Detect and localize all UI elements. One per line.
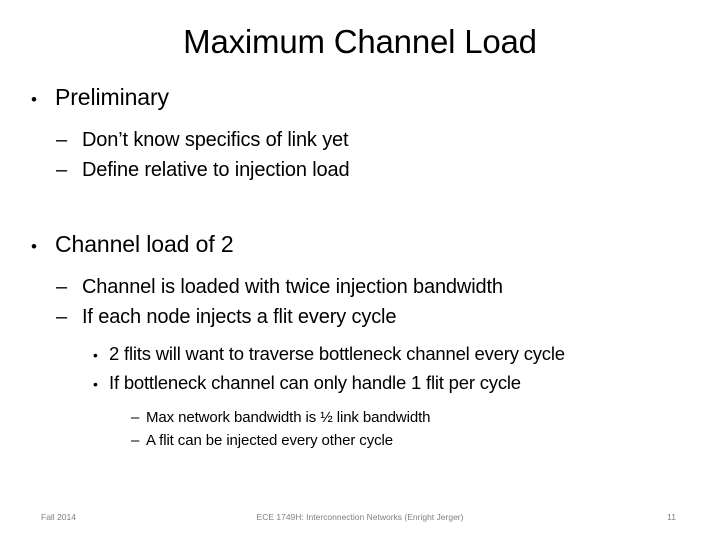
bullet-level2-define-relative: – Define relative to injection load: [0, 155, 720, 185]
dash-bullet-icon: –: [131, 432, 140, 449]
footer-term: Fall 2014: [41, 512, 76, 522]
disc-bullet-icon: •: [93, 376, 98, 392]
bullet-level1-channel-load-of-2: • Channel load of 2: [0, 227, 720, 264]
bullet-label: If each node injects a flit every cycle: [82, 306, 397, 328]
bullet-label: Preliminary: [55, 84, 169, 110]
bullet-label: Channel is loaded with twice injection b…: [82, 276, 503, 298]
footer-course: ECE 1749H: Interconnection Networks (Enr…: [256, 512, 464, 522]
bullet-level2-dont-know-specifics: – Don’t know specifics of link yet: [0, 125, 720, 155]
dash-bullet-icon: –: [131, 409, 140, 426]
bullet-label: If bottleneck channel can only handle 1 …: [109, 372, 521, 393]
bullet-label: Channel load of 2: [55, 231, 234, 257]
spacer: [0, 398, 720, 406]
disc-bullet-icon: •: [31, 90, 37, 109]
bullet-level3-bottleneck-handle-1-flit: • If bottleneck channel can only handle …: [0, 369, 720, 398]
bullet-level3-2-flits-traverse: • 2 flits will want to traverse bottlene…: [0, 340, 720, 369]
disc-bullet-icon: •: [93, 347, 98, 363]
bullet-label: 2 flits will want to traverse bottleneck…: [109, 343, 565, 364]
bullet-label: Don’t know specifics of link yet: [82, 129, 349, 151]
bullet-level1-preliminary: • Preliminary: [0, 80, 720, 117]
spacer: [0, 117, 720, 125]
section-spacer: [0, 185, 720, 227]
bullet-level2-if-each-node-injects: – If each node injects a flit every cycl…: [0, 302, 720, 332]
bullet-level4-max-network-bandwidth: – Max network bandwidth is ½ link bandwi…: [0, 406, 720, 429]
footer-slide-number: 11: [667, 512, 676, 522]
dash-bullet-icon: –: [56, 159, 67, 181]
spacer: [0, 332, 720, 340]
spacer: [0, 264, 720, 272]
bullet-level4-flit-every-other-cycle: – A flit can be injected every other cyc…: [0, 429, 720, 452]
bullet-level2-channel-is-loaded: – Channel is loaded with twice injection…: [0, 272, 720, 302]
disc-bullet-icon: •: [31, 237, 37, 256]
dash-bullet-icon: –: [56, 129, 67, 151]
page-title: Maximum Channel Load: [183, 23, 537, 60]
dash-bullet-icon: –: [56, 306, 67, 328]
dash-bullet-icon: –: [56, 276, 67, 298]
bullet-label: Define relative to injection load: [82, 159, 350, 181]
bullet-label: Max network bandwidth is ½ link bandwidt…: [146, 409, 431, 426]
bullet-label: A flit can be injected every other cycle: [146, 432, 393, 449]
slide-body: • Preliminary – Don’t know specifics of …: [0, 80, 720, 452]
slide-footer: Fall 2014 ECE 1749H: Interconnection Net…: [0, 509, 720, 525]
